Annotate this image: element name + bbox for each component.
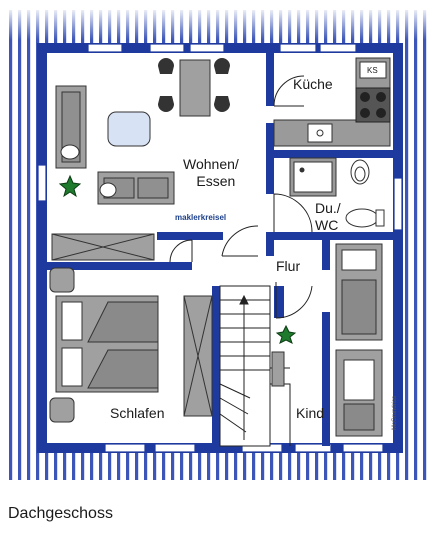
interior-walls bbox=[42, 48, 398, 446]
room-label-bad-line2: WC bbox=[315, 217, 339, 233]
stove-icon bbox=[355, 87, 391, 123]
desk bbox=[335, 349, 383, 437]
single-bed bbox=[335, 243, 383, 341]
coffee-table bbox=[107, 111, 151, 147]
room-label-wohnen-line2: Essen bbox=[196, 173, 236, 189]
plant-icon bbox=[58, 174, 82, 198]
room-label-schlafen: Schlafen bbox=[110, 405, 165, 421]
windows bbox=[37, 43, 403, 453]
room-label-kind: Kind bbox=[296, 405, 325, 421]
staircase bbox=[219, 285, 291, 447]
toilet-icon bbox=[345, 208, 385, 228]
room-label-wohnen: Wohnen/ Essen bbox=[183, 156, 239, 190]
room-label-bad-line1: Du./ bbox=[315, 200, 341, 216]
door-swings bbox=[169, 75, 313, 319]
floor-plan bbox=[8, 10, 432, 480]
sofa bbox=[55, 85, 175, 205]
shower bbox=[289, 157, 337, 197]
room-label-bad: Du./ WC bbox=[315, 200, 341, 234]
floor-caption: Dachgeschoss bbox=[8, 505, 113, 522]
plant-icon bbox=[275, 324, 297, 344]
wardrobe bbox=[183, 295, 213, 417]
stove-label: KS bbox=[367, 66, 378, 75]
room-label-wohnen-line1: Wohnen/ bbox=[183, 156, 239, 172]
stair-railing bbox=[271, 351, 285, 387]
washbasin-icon bbox=[350, 159, 370, 185]
sideboard bbox=[51, 233, 155, 261]
nightstand bbox=[49, 267, 75, 423]
double-bed bbox=[55, 295, 159, 393]
room-label-flur: Flur bbox=[276, 258, 301, 274]
brand-logo-text: maklerkreisel bbox=[175, 213, 227, 222]
dining-table bbox=[158, 58, 230, 117]
credit-text: McGrundriss bbox=[392, 395, 398, 430]
room-label-kueche: Küche bbox=[293, 76, 333, 92]
